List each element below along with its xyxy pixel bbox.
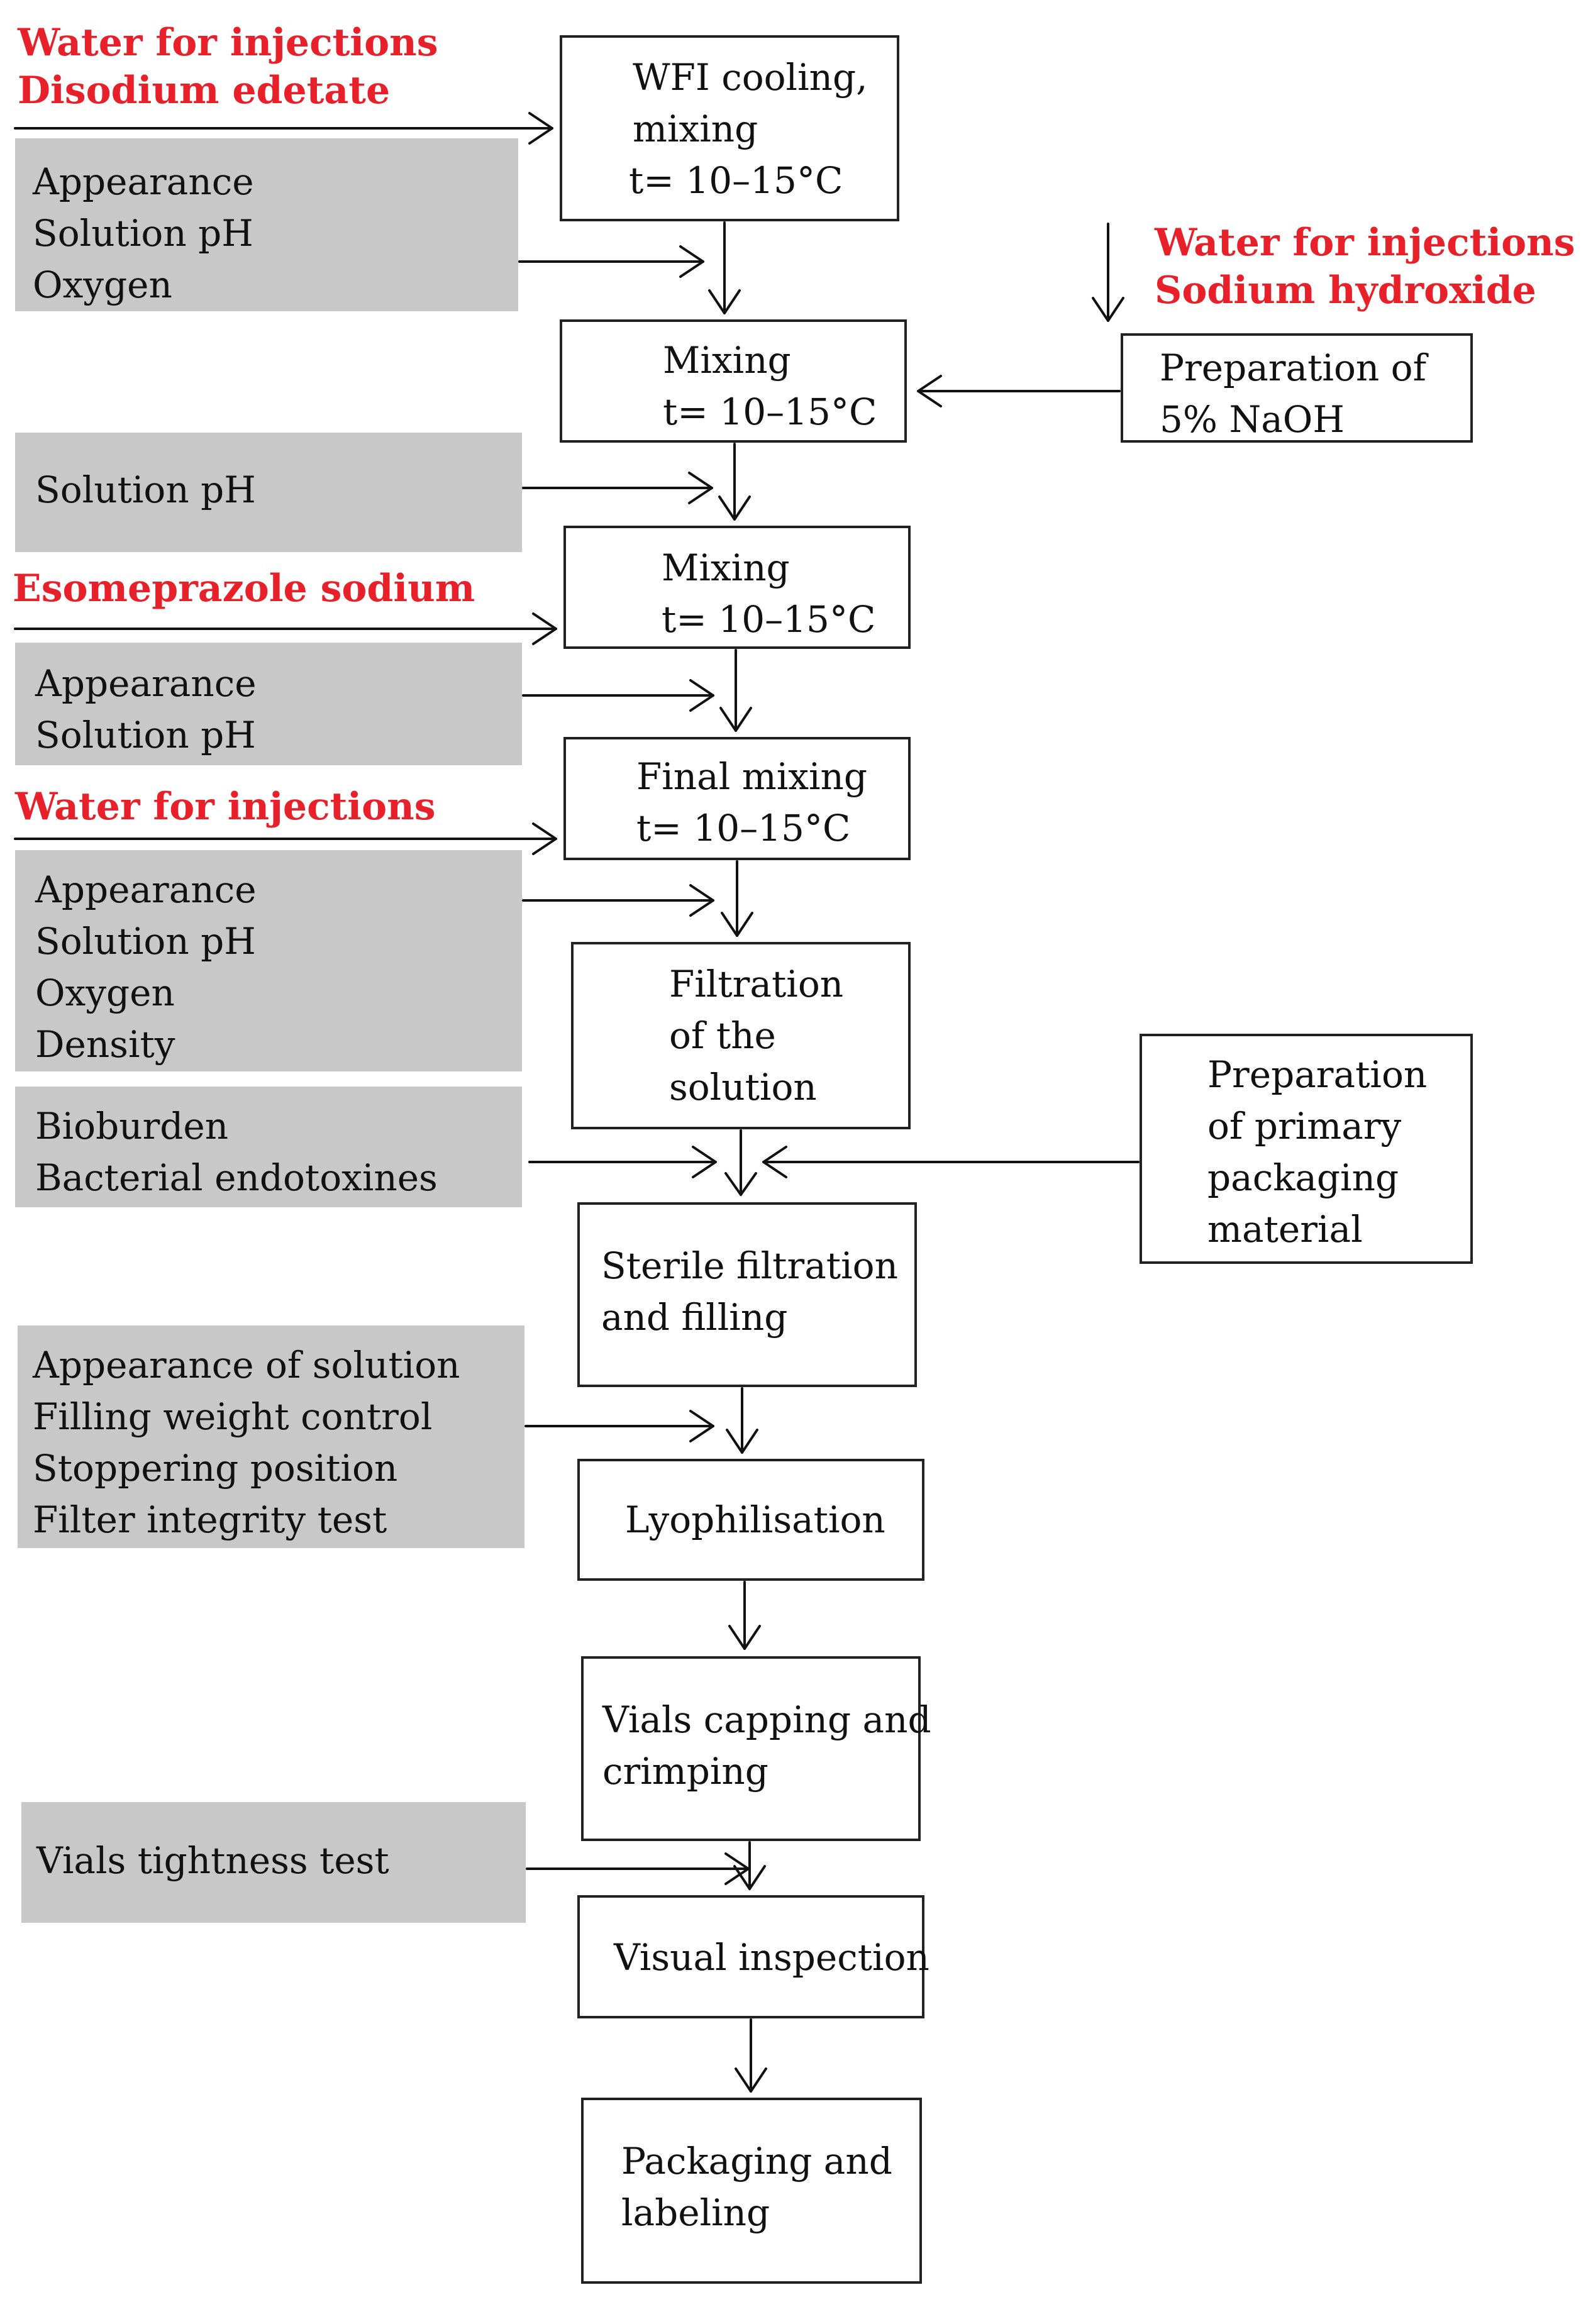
step-text: Packaging and	[621, 2140, 892, 2183]
step-text: Final mixing	[636, 755, 868, 798]
control-box-solution-ph: Solution pH	[15, 433, 522, 552]
control-item: Appearance of solution	[33, 1344, 460, 1386]
step-text: of primary	[1207, 1105, 1402, 1148]
step-filtration: Filtration of the solution	[571, 942, 911, 1129]
step-text: of the	[669, 1014, 776, 1057]
step-text: Mixing	[663, 339, 791, 382]
arrow-input-4	[14, 822, 557, 855]
step-text: Vials capping and	[602, 1698, 931, 1741]
control-item: Bacterial endotoxines	[35, 1156, 438, 1199]
input-line: Disodium edetate	[18, 69, 391, 113]
step-mixing-1: Mixing t= 10–15°C	[560, 319, 907, 443]
input-esomeprazole-sodium: Esomeprazole sodium	[13, 565, 475, 612]
arrow-input-1	[14, 112, 553, 145]
arrow-flow-8	[733, 1841, 766, 1890]
arrow-control-4	[522, 884, 714, 917]
step-text: Preparation of	[1160, 346, 1427, 389]
control-item: Solution pH	[35, 468, 256, 511]
control-item: Filling weight control	[33, 1395, 433, 1438]
arrow-flow-1	[708, 221, 741, 314]
step-text: Visual inspection	[614, 1936, 929, 1979]
step-vials-capping-crimping: Vials capping and crimping	[581, 1656, 931, 1841]
control-item: Oxygen	[35, 971, 175, 1014]
arrow-flow-5	[724, 1129, 757, 1196]
step-text: solution	[669, 1066, 817, 1109]
step-preparation-packaging-material: Preparation of primary packaging materia…	[1140, 1034, 1473, 1264]
step-text: crimping	[602, 1750, 768, 1793]
control-item: Vials tightness test	[36, 1839, 389, 1882]
step-packaging-labeling: Packaging and labeling	[581, 2098, 922, 2284]
control-item: Appearance	[35, 868, 257, 911]
arrow-flow-9	[735, 2018, 767, 2093]
arrow-flow-3	[719, 649, 752, 732]
control-item: Solution pH	[35, 714, 256, 756]
arrow-input-3	[14, 612, 557, 645]
arrow-control-2	[522, 472, 713, 504]
control-box-vials-tightness: Vials tightness test	[21, 1802, 526, 1923]
step-preparation-naoh: Preparation of 5% NaOH	[1121, 333, 1473, 443]
arrow-flow-4	[721, 860, 753, 937]
input-line: Water for injections	[15, 785, 436, 829]
arrow-naoh-to-mixing	[917, 375, 1121, 407]
step-text: t= 10–15°C	[629, 159, 843, 202]
step-text: Lyophilisation	[625, 1498, 885, 1541]
input-line: Water for injections	[1155, 221, 1575, 265]
control-item: Stoppering position	[33, 1447, 398, 1490]
step-wfi-cooling-mixing: WFI cooling, mixing t= 10–15°C	[560, 35, 899, 221]
input-wfi-sodium-hydroxide: Water for injections Sodium hydroxide	[1155, 219, 1575, 314]
input-line: Sodium hydroxide	[1155, 268, 1536, 313]
step-text: Mixing	[662, 546, 790, 589]
control-item: Filter integrity test	[33, 1498, 387, 1541]
control-box-bioburden-endotoxines: Bioburden Bacterial endotoxines	[15, 1087, 522, 1207]
step-text: t= 10–15°C	[662, 598, 876, 641]
arrow-control-6	[524, 1410, 714, 1442]
input-water-for-injections: Water for injections	[15, 783, 436, 831]
arrow-flow-7	[728, 1581, 761, 1650]
step-visual-inspection: Visual inspection	[577, 1895, 929, 2018]
step-text: Filtration	[669, 963, 844, 1005]
step-text: material	[1207, 1208, 1363, 1251]
input-wfi-disodium-edetate: Water for injections Disodium edetate	[18, 19, 438, 114]
arrow-flow-2	[718, 443, 751, 521]
control-item: Bioburden	[35, 1105, 229, 1148]
input-line: Esomeprazole sodium	[13, 567, 475, 611]
arrow-packaging-to-sterile	[762, 1146, 1140, 1178]
step-text: 5% NaOH	[1160, 398, 1345, 441]
step-text: Sterile filtration	[601, 1244, 898, 1287]
step-text: WFI cooling,	[633, 56, 868, 99]
step-text: t= 10–15°C	[663, 390, 877, 433]
control-item: Oxygen	[33, 263, 172, 306]
step-text: t= 10–15°C	[636, 807, 851, 849]
control-box-appearance-ph-oxygen: Appearance Solution pH Oxygen	[15, 138, 518, 311]
step-text: mixing	[633, 108, 758, 150]
arrow-flow-6	[726, 1387, 758, 1454]
control-item: Density	[35, 1023, 175, 1066]
control-box-filling-controls: Appearance of solution Filling weight co…	[18, 1325, 524, 1548]
step-text: packaging	[1207, 1156, 1399, 1199]
step-lyophilisation: Lyophilisation	[577, 1459, 924, 1581]
arrow-control-7	[526, 1852, 750, 1885]
step-sterile-filtration-filling: Sterile filtration and filling	[577, 1202, 917, 1387]
control-box-appearance-ph: Appearance Solution pH	[15, 643, 522, 765]
arrow-control-1	[518, 245, 704, 278]
step-mixing-2: Mixing t= 10–15°C	[563, 526, 911, 649]
step-final-mixing: Final mixing t= 10–15°C	[563, 737, 911, 860]
arrow-control-3	[522, 679, 714, 712]
arrow-control-5	[528, 1146, 717, 1178]
input-line: Water for injections	[18, 21, 438, 65]
arrow-input-2	[1092, 223, 1124, 322]
control-item: Appearance	[35, 662, 257, 705]
control-box-appearance-ph-oxygen-density: Appearance Solution pH Oxygen Density	[15, 850, 522, 1071]
step-text: and filling	[601, 1296, 788, 1339]
control-item: Solution pH	[33, 212, 253, 255]
step-text: Preparation	[1207, 1053, 1428, 1096]
step-text: labeling	[621, 2191, 770, 2234]
control-item: Solution pH	[35, 920, 256, 963]
control-item: Appearance	[33, 160, 254, 203]
